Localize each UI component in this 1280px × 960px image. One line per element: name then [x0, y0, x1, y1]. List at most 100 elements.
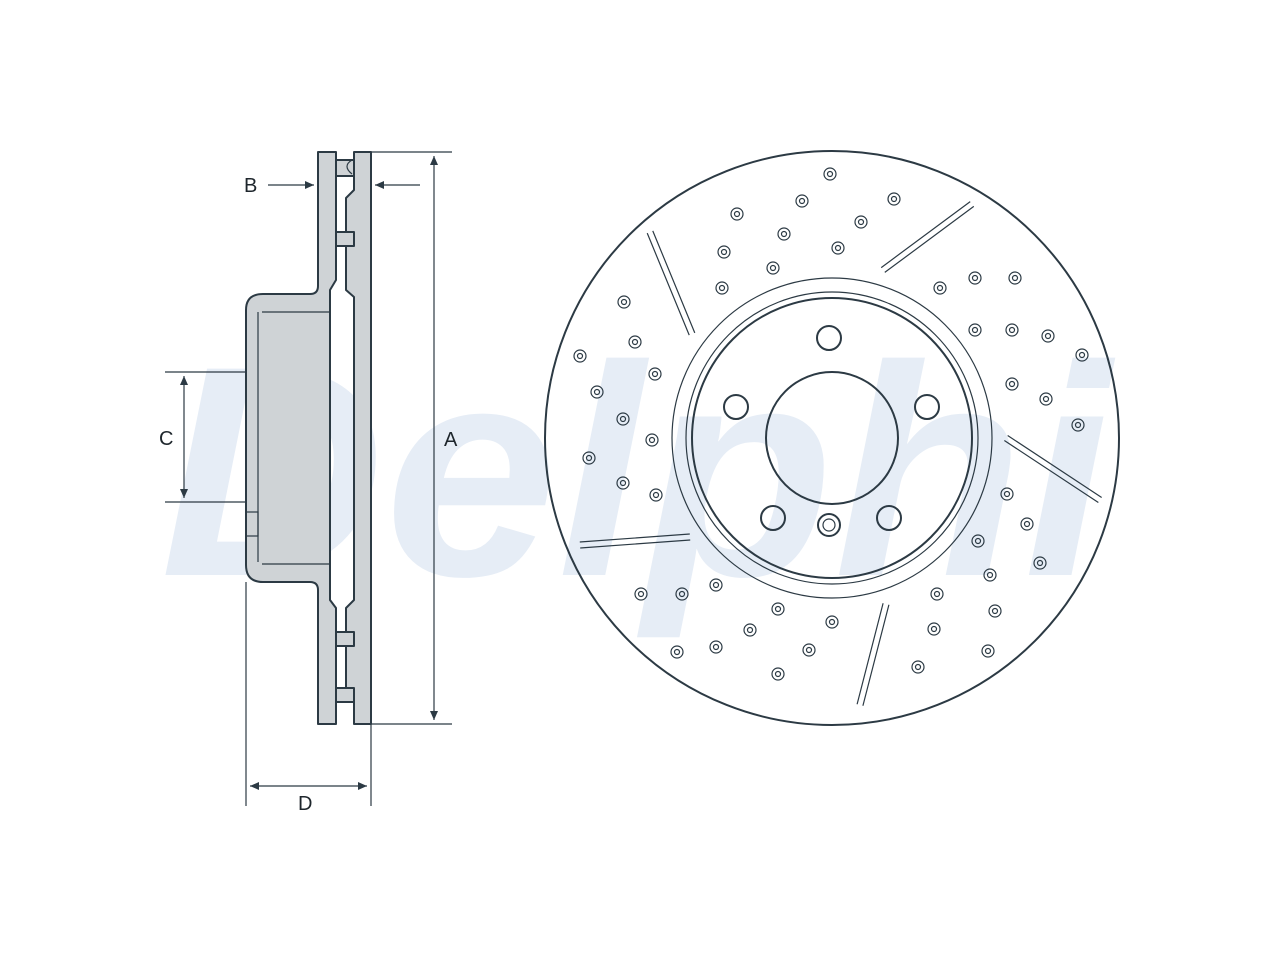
- drill-hole: [717, 245, 731, 259]
- drill-hole: [634, 587, 648, 601]
- drill-hole-center: [631, 338, 639, 346]
- drill-hole: [743, 623, 757, 637]
- drill-holes: [573, 167, 1089, 681]
- groove-slot: [579, 533, 691, 549]
- drill-hole: [1071, 418, 1085, 432]
- bolt-hole: [816, 325, 842, 351]
- drill-hole: [628, 335, 642, 349]
- vent-pillar: [335, 631, 355, 647]
- drill-hole: [1008, 271, 1022, 285]
- drill-hole-center: [936, 284, 944, 292]
- drill-hole: [1033, 556, 1047, 570]
- locating-hole: [817, 513, 841, 537]
- drill-hole-center: [914, 663, 922, 671]
- drill-hole: [617, 295, 631, 309]
- drill-hole: [649, 488, 663, 502]
- groove-slot: [856, 603, 890, 706]
- drill-hole-center: [780, 230, 788, 238]
- drill-hole-center: [1008, 326, 1016, 334]
- drill-hole: [766, 261, 780, 275]
- drill-hole: [854, 215, 868, 229]
- drill-hole: [1005, 377, 1019, 391]
- drill-hole-center: [733, 210, 741, 218]
- drill-hole: [968, 323, 982, 337]
- drill-hole-center: [774, 605, 782, 613]
- bolt-hole: [760, 505, 786, 531]
- groove-slot: [880, 201, 975, 273]
- drill-hole-center: [637, 590, 645, 598]
- vent-pillar: [335, 687, 355, 703]
- drill-hole: [777, 227, 791, 241]
- drill-hole-center: [712, 643, 720, 651]
- dimension-label-b: B: [244, 175, 257, 197]
- drill-hole: [825, 615, 839, 629]
- plate-notch: [346, 159, 353, 175]
- drill-hole-center: [718, 284, 726, 292]
- inner-plate-and-hat: [245, 151, 337, 725]
- drill-hole: [1005, 323, 1019, 337]
- drill-hole-center: [585, 454, 593, 462]
- drill-hole-center: [712, 581, 720, 589]
- drill-hole-center: [971, 326, 979, 334]
- drill-hole-center: [1036, 559, 1044, 567]
- drill-hole: [730, 207, 744, 221]
- side-profile-view: A B C D: [159, 151, 458, 815]
- dimension-label-c: C: [159, 428, 173, 450]
- drill-hole: [616, 412, 630, 426]
- drill-hole-center: [971, 274, 979, 282]
- drill-hole: [927, 622, 941, 636]
- drill-hole-center: [1008, 380, 1016, 388]
- drill-hole: [831, 241, 845, 255]
- drill-hole-center: [1042, 395, 1050, 403]
- drill-hole-center: [1023, 520, 1031, 528]
- friction-ring-inner-edge: [671, 277, 993, 599]
- drill-hole-center: [1011, 274, 1019, 282]
- groove-slots: [579, 201, 1102, 706]
- drill-hole-center: [930, 625, 938, 633]
- drill-hole-center: [619, 415, 627, 423]
- groove-slot: [1004, 434, 1102, 504]
- drill-hole: [911, 660, 925, 674]
- drill-hole: [771, 667, 785, 681]
- bolt-hole: [876, 505, 902, 531]
- drill-hole-center: [673, 648, 681, 656]
- drill-hole-center: [1078, 351, 1086, 359]
- drill-hole: [616, 476, 630, 490]
- drill-hole-center: [652, 491, 660, 499]
- drill-hole-center: [720, 248, 728, 256]
- drill-hole-center: [974, 537, 982, 545]
- drill-hole-center: [805, 646, 813, 654]
- drill-hole: [573, 349, 587, 363]
- drill-hole: [983, 568, 997, 582]
- drill-hole-center: [1003, 490, 1011, 498]
- center-bore: [765, 371, 899, 505]
- drill-hole: [795, 194, 809, 208]
- drill-hole: [823, 167, 837, 181]
- drill-hole: [887, 192, 901, 206]
- drill-hole-center: [834, 244, 842, 252]
- drill-hole: [648, 367, 662, 381]
- drill-hole: [582, 451, 596, 465]
- drill-hole: [771, 602, 785, 616]
- hat-step-edge: [691, 297, 973, 579]
- drill-hole-center: [774, 670, 782, 678]
- drill-hole: [709, 578, 723, 592]
- drill-hole-center: [1044, 332, 1052, 340]
- drill-hole-center: [991, 607, 999, 615]
- locating-hole-inner: [822, 518, 836, 532]
- bolt-hole: [914, 394, 940, 420]
- drill-hole: [670, 645, 684, 659]
- bolt-hole: [723, 394, 749, 420]
- drill-hole: [1039, 392, 1053, 406]
- drill-hole: [1020, 517, 1034, 531]
- drill-hole-center: [828, 618, 836, 626]
- drill-hole: [971, 534, 985, 548]
- drill-hole-center: [984, 647, 992, 655]
- drill-hole-center: [933, 590, 941, 598]
- drill-hole: [802, 643, 816, 657]
- drill-hole-center: [826, 170, 834, 178]
- hat-notch: [245, 511, 259, 537]
- drill-hole-center: [620, 298, 628, 306]
- drill-hole: [933, 281, 947, 295]
